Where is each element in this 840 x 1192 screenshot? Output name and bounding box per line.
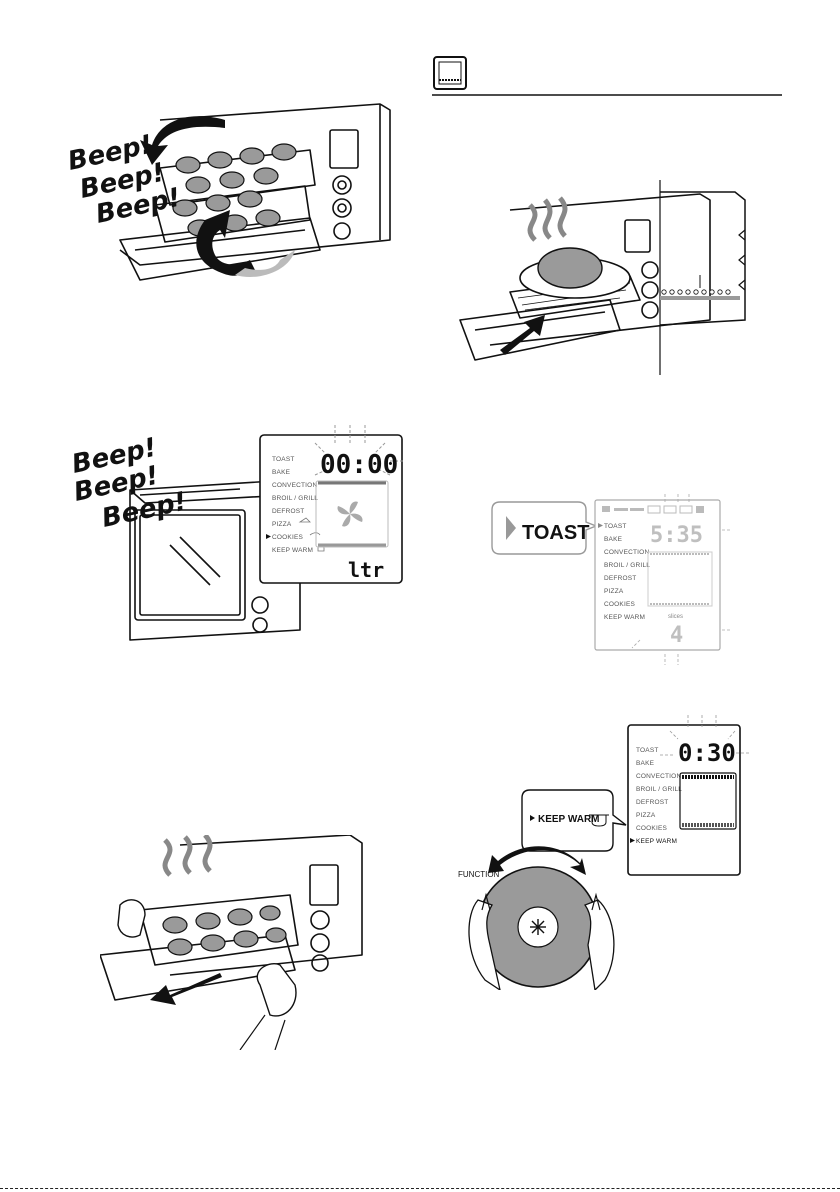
menu-item-convection: CONVECTION bbox=[636, 773, 681, 780]
pull-arrow-icon bbox=[150, 973, 222, 1005]
menu-item-toast: TOAST bbox=[272, 456, 295, 463]
slices-label: slices bbox=[668, 614, 683, 620]
knob-label: FUNCTION bbox=[458, 870, 500, 879]
callout-label: TOAST bbox=[522, 522, 589, 544]
menu-item-bake: BAKE bbox=[272, 469, 291, 476]
menu-item-broil-grill: BROIL / GRILL bbox=[272, 495, 318, 502]
menu-item-pizza: PIZZA bbox=[636, 812, 656, 819]
cookies-upper bbox=[176, 144, 296, 193]
callout-label: KEEP WARM bbox=[538, 814, 600, 825]
menu-item-defrost: DEFROST bbox=[272, 508, 304, 515]
menu-item-convection: CONVECTION bbox=[604, 549, 649, 556]
page-edge-rule bbox=[0, 1188, 840, 1189]
snowflake-icon bbox=[530, 919, 546, 935]
menu-item-defrost: DEFROST bbox=[636, 799, 668, 806]
panel-cookies-display: 00:00 TOAST BAKE CONVECTION BROIL / GRIL… bbox=[60, 425, 405, 645]
timer-readout: 0:30 bbox=[678, 739, 736, 767]
panel-remove-tray bbox=[100, 835, 390, 1050]
menu-item-defrost: DEFROST bbox=[604, 575, 636, 582]
cookies bbox=[163, 906, 286, 955]
menu-item-bake: BAKE bbox=[636, 760, 655, 767]
steam-icon bbox=[165, 835, 210, 875]
panel-toast-display: TOAST 5:35 TOAST BAKE CONVECTION BROIL /… bbox=[490, 490, 730, 665]
hand-right bbox=[585, 900, 614, 990]
menu-item-cookies: COOKIES bbox=[272, 534, 303, 541]
menu-item-cookies: COOKIES bbox=[636, 825, 667, 832]
menu-item-pizza: PIZZA bbox=[272, 521, 292, 528]
rack-position-dots bbox=[662, 290, 730, 294]
menu-item-keep-warm: KEEP WARM bbox=[272, 547, 313, 554]
push-arrow-icon bbox=[500, 315, 545, 355]
code-readout: ltr bbox=[348, 558, 384, 582]
menu-item-convection: CONVECTION bbox=[272, 482, 317, 489]
oven-knob bbox=[334, 223, 350, 239]
slices-readout: 4 bbox=[670, 623, 683, 648]
menu-item-broil-grill: BROIL / GRILL bbox=[604, 562, 650, 569]
panel-keep-warm: 0:30 TOAST BAKE CONVECTION BROIL / GRILL… bbox=[430, 715, 770, 990]
menu-item-keep-warm: KEEP WARM bbox=[604, 614, 645, 621]
section-header bbox=[430, 55, 785, 100]
menu-item-broil-grill: BROIL / GRILL bbox=[636, 786, 682, 793]
menu-item-pizza: PIZZA bbox=[604, 588, 624, 595]
menu-item-bake: BAKE bbox=[604, 536, 623, 543]
oven-knob bbox=[333, 176, 351, 194]
panel-cookie-trays: Beep! Beep! Beep! bbox=[40, 90, 410, 300]
chicken bbox=[538, 248, 602, 288]
menu-item-keep-warm: KEEP WARM bbox=[636, 838, 677, 845]
panel-chicken-oven bbox=[450, 180, 760, 390]
menu-item-toast: TOAST bbox=[636, 747, 659, 754]
oven-side-profile bbox=[660, 192, 745, 325]
menu-item-cookies: COOKIES bbox=[604, 601, 635, 608]
menu-item-toast: TOAST bbox=[604, 523, 627, 530]
oven-display-window bbox=[330, 130, 358, 168]
oven-mitt-left bbox=[118, 900, 145, 937]
oven-knob bbox=[333, 199, 351, 217]
steam-icon bbox=[530, 198, 565, 240]
timer-readout: 5:35 bbox=[650, 523, 703, 548]
timer-readout: 00:00 bbox=[320, 450, 398, 480]
